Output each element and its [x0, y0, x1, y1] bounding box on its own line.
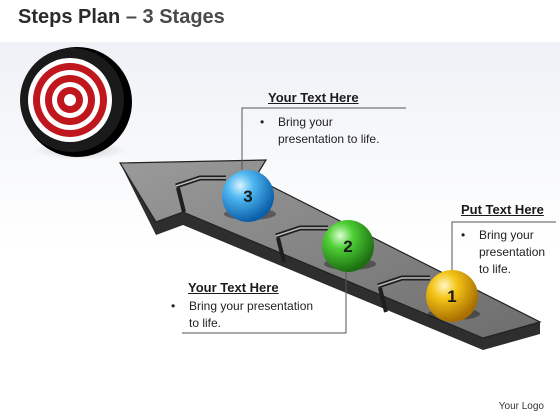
callout-bottom-text: Bring your presentation to life. — [189, 299, 314, 330]
title-main: Steps Plan — [18, 6, 121, 28]
step-number-2: 2 — [343, 237, 352, 256]
callout-bottom-title: Your Text Here — [188, 280, 279, 295]
callout-bottom-bullet: • Bring your presentation to life. — [171, 298, 321, 332]
callout-lines — [182, 107, 556, 334]
title-sub: 3 Stages — [142, 6, 225, 28]
callout-top-title: Your Text Here — [268, 90, 359, 105]
callout-top-bullet: • Bring your presentation to life. — [260, 114, 400, 148]
target-icon — [20, 47, 132, 160]
bullet-icon: • — [461, 228, 466, 242]
page-title: Steps Plan – 3 Stages — [18, 6, 225, 29]
step-ball-2: 2 — [322, 220, 376, 272]
callout-right-bullet: • Bring your presentation to life. — [461, 227, 557, 278]
bullet-icon: • — [260, 115, 265, 129]
step-number-3: 3 — [243, 187, 252, 206]
callout-right-text: Bring your presentation to life. — [479, 228, 546, 276]
callout-top-text: Bring your presentation to life. — [278, 115, 380, 146]
title-separator: – — [120, 6, 143, 28]
step-number-1: 1 — [447, 287, 456, 306]
logo-text: Your Logo — [498, 401, 544, 412]
step-ball-1: 1 — [426, 270, 480, 322]
callout-right-title: Put Text Here — [461, 202, 544, 217]
bullet-icon: • — [171, 299, 176, 313]
step-ball-3: 3 — [222, 170, 276, 222]
